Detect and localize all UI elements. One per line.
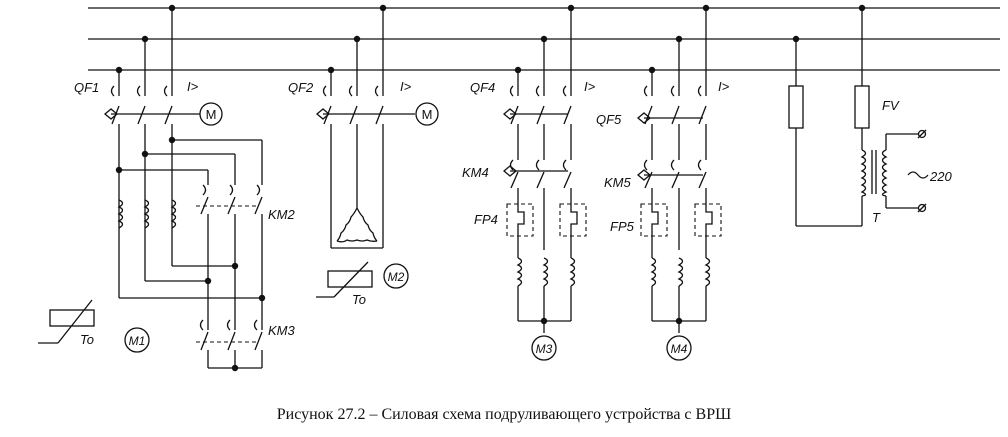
label-m1: M1: [129, 334, 146, 348]
label-fp5: FP5: [610, 219, 635, 234]
label-qf2: QF2: [288, 80, 314, 95]
label-overcurrent-2: I>: [400, 79, 412, 94]
label-t: T: [872, 210, 881, 225]
label-fv: FV: [882, 98, 900, 113]
group-qf4-m3: [502, 4, 587, 361]
label-overcurrent-3: I>: [584, 79, 596, 94]
label-km3: KM3: [268, 323, 296, 338]
label-qf5: QF5: [596, 112, 622, 127]
motor-drive-2-text: M: [422, 107, 433, 122]
label-overcurrent-4: I>: [718, 79, 730, 94]
label-km4: KM4: [462, 165, 489, 180]
motor-drive-1-text: M: [206, 107, 217, 122]
power-circuit-diagram: QF1 I> M KM2 KM3 To M1 QF2 I> M To M2 QF…: [38, 4, 1000, 372]
group-fv-transformer: [788, 4, 929, 227]
label-km5: KM5: [604, 175, 632, 190]
label-fp4: FP4: [474, 212, 498, 227]
label-km2: KM2: [268, 207, 296, 222]
label-m3: M3: [536, 342, 553, 356]
group-qf1-m1: [38, 4, 266, 372]
group-qf2-m2: [315, 4, 439, 298]
label-to-2: To: [352, 292, 366, 307]
label-m4: M4: [671, 342, 688, 356]
label-qf1: QF1: [74, 80, 99, 95]
label-to-1: To: [80, 332, 94, 347]
label-voltage: 220: [929, 169, 952, 184]
group-qf5-m4: [636, 4, 722, 361]
figure-caption: Рисунок 27.2 – Силовая схема подруливающ…: [276, 406, 732, 423]
label-qf4: QF4: [470, 80, 495, 95]
label-m2: M2: [388, 270, 405, 284]
label-overcurrent-1: I>: [187, 79, 199, 94]
